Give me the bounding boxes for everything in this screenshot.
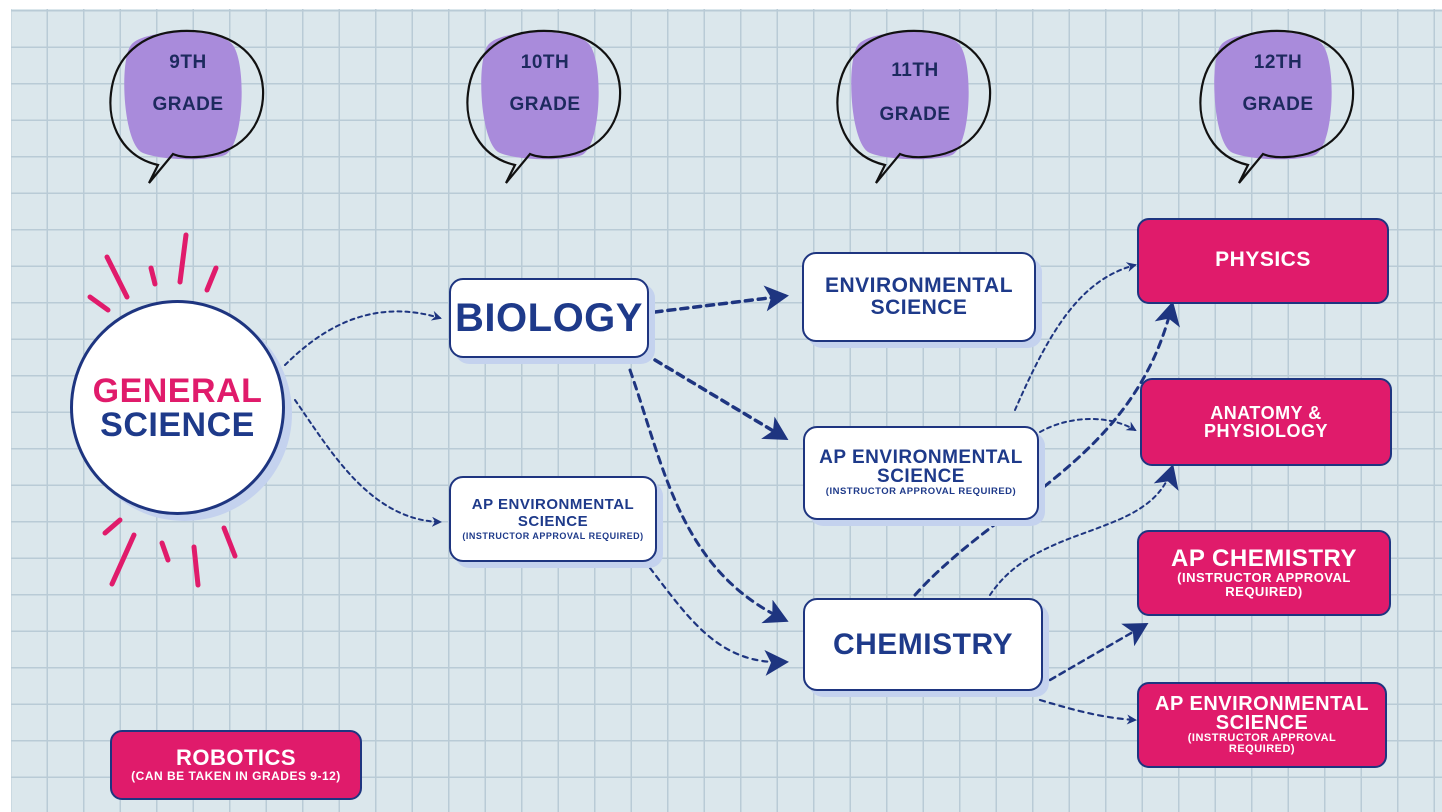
arrow-ap-env-to-anatomy [1039,418,1137,433]
arrow-chemistry-to-ap-env-12 [1038,698,1137,725]
ap-chemistry-label: AP CHEMISTRY [1170,545,1358,572]
anatomy-physiology-node: ANATOMY & PHYSIOLOGY [1140,378,1392,466]
env-11-line2: SCIENCE [870,296,968,319]
arrow-chemistry-to-physics [913,301,1180,597]
ap-env-11-line2: SCIENCE [877,466,965,487]
ap-env-12-line2: SCIENCE [1215,712,1309,734]
grade-10-bubble: 10TH GRADE [460,15,630,185]
arrow-ap-env-to-chemistry [648,566,789,676]
ap-chemistry-note-line1: (INSTRUCTOR APPROVAL [1177,570,1351,585]
anatomy-line1: ANATOMY & [1210,403,1322,423]
ap-env-science-11-node: AP ENVIRONMENTAL SCIENCE (INSTRUCTOR APP… [803,426,1039,520]
anatomy-line2: PHYSIOLOGY [1203,421,1329,441]
ap-env-science-10-node: AP ENVIRONMENTAL SCIENCE (INSTRUCTOR APP… [449,476,657,562]
biology-label: BIOLOGY [455,295,643,340]
ap-env-10-line1: AP ENVIRONMENTAL [471,496,635,513]
env-science-11-node: ENVIRONMENTAL SCIENCE [802,252,1036,342]
ap-chemistry-note-line2: REQUIRED) [1225,584,1303,599]
ap-env-12-note-line2: REQUIRED) [1228,743,1296,755]
grade-10-label: GRADE [509,94,581,115]
physics-node: PHYSICS [1137,218,1389,304]
grade-9-label: GRADE [152,94,224,115]
ap-env-11-note: (INSTRUCTOR APPROVAL REQUIRED) [825,486,1017,497]
general-science-title-line1: GENERAL [92,371,263,410]
ap-env-science-12-node: AP ENVIRONMENTAL SCIENCE (INSTRUCTOR APP… [1137,682,1387,768]
speech-bubble-icon [109,29,265,184]
left-border [0,0,11,812]
grade-11-bubble: 11TH GRADE [830,15,1000,185]
top-border [0,0,1442,9]
arrow-biology-to-chemistry [628,368,789,624]
ap-env-10-line2: SCIENCE [517,513,589,530]
arrow-chemistry-to-anatomy [989,464,1179,596]
grade-12-bubble: 12TH GRADE [1193,15,1363,185]
arrow-general-to-biology [284,310,442,366]
ap-env-10-note: (INSTRUCTOR APPROVAL REQUIRED) [462,531,644,541]
grade-9-bubble: 9TH GRADE [103,15,273,185]
arrow-biology-to-ap-env [653,358,789,441]
speech-bubble-icon [466,29,622,184]
physics-label: PHYSICS [1215,248,1311,271]
biology-node: BIOLOGY [449,278,649,358]
grade-12-number: 12TH [1253,52,1303,73]
sunburst-lines-icon [87,232,238,588]
robotics-node: ROBOTICS (CAN BE TAKEN IN GRADES 9-12) [110,730,362,800]
arrow-general-to-ap-env [294,399,442,527]
grade-11-number: 11TH [891,60,939,81]
general-science-title-line2: SCIENCE [100,405,255,444]
ap-env-11-line1: AP ENVIRONMENTAL [819,447,1023,468]
ap-env-12-line1: AP ENVIRONMENTAL [1155,693,1369,715]
robotics-label: ROBOTICS [175,745,297,770]
general-science-node: GENERAL SCIENCE [70,300,285,515]
ap-env-12-note-line1: (INSTRUCTOR APPROVAL [1187,732,1337,744]
chemistry-node: CHEMISTRY [803,598,1043,691]
chemistry-label: CHEMISTRY [832,627,1014,661]
speech-bubble-icon [836,29,992,184]
env-11-line1: ENVIRONMENTAL [824,274,1014,297]
arrow-biology-to-env [653,285,789,314]
grade-12-label: GRADE [1242,94,1314,115]
grade-9-number: 9TH [169,52,207,73]
grade-10-number: 10TH [520,52,570,73]
speech-bubble-icon [1199,29,1355,184]
arrow-chemistry-to-ap-chemistry [1048,622,1149,682]
grade-11-label: GRADE [879,104,951,125]
ap-chemistry-node: AP CHEMISTRY (INSTRUCTOR APPROVAL REQUIR… [1137,530,1391,616]
robotics-note: (CAN BE TAKEN IN GRADES 9-12) [131,769,341,783]
